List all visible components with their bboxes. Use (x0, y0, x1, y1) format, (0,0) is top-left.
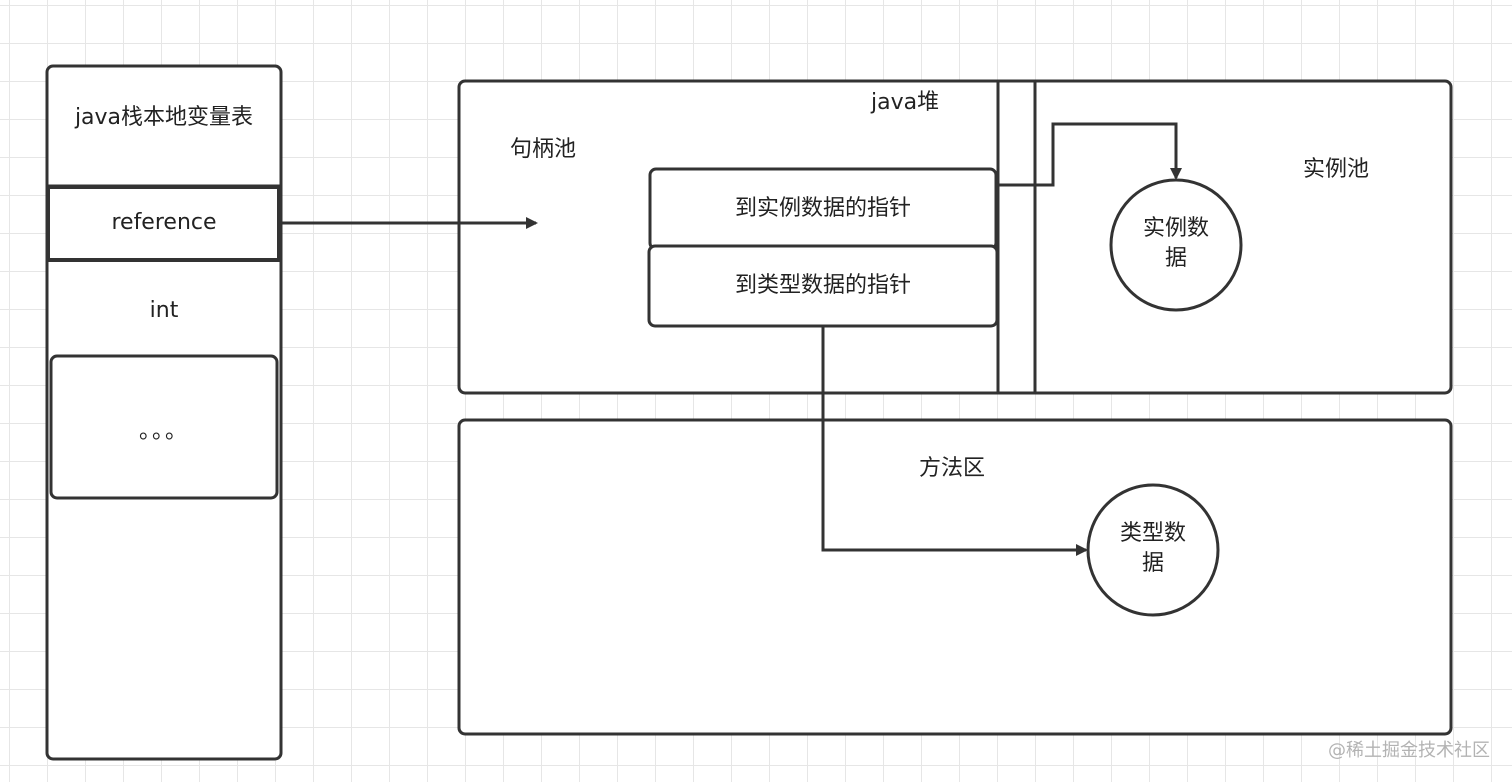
instance-pointer-arrow (996, 122, 1182, 187)
ellipsis-label: 。。。 (138, 419, 189, 444)
type-data-label: 类型数据 (1119, 521, 1186, 576)
reference-label: reference (111, 210, 217, 235)
instance-data-label: 实例数据 (1142, 216, 1209, 271)
int-label: int (149, 298, 179, 323)
type-pointer-label: 到类型数据的指针 (734, 273, 911, 298)
method-area-box (457, 418, 1453, 736)
handle-pool-label: 句柄池 (510, 137, 577, 162)
stack-title: java栈本地变量表 (74, 105, 254, 130)
reference-cell (46, 185, 281, 262)
heap-title: java堆 (871, 90, 940, 115)
instance-pointer-label: 到实例数据的指针 (734, 196, 911, 221)
instance-data-circle (1109, 178, 1243, 312)
type-pointer-arrow (821, 326, 1088, 556)
method-area-title: 方法区 (919, 456, 986, 481)
watermark: @稀土掘金技术社区 (1328, 740, 1490, 761)
ellipsis-cell (49, 354, 279, 500)
type-data-circle (1086, 483, 1220, 617)
instance-pool-label: 实例池 (1303, 157, 1370, 182)
